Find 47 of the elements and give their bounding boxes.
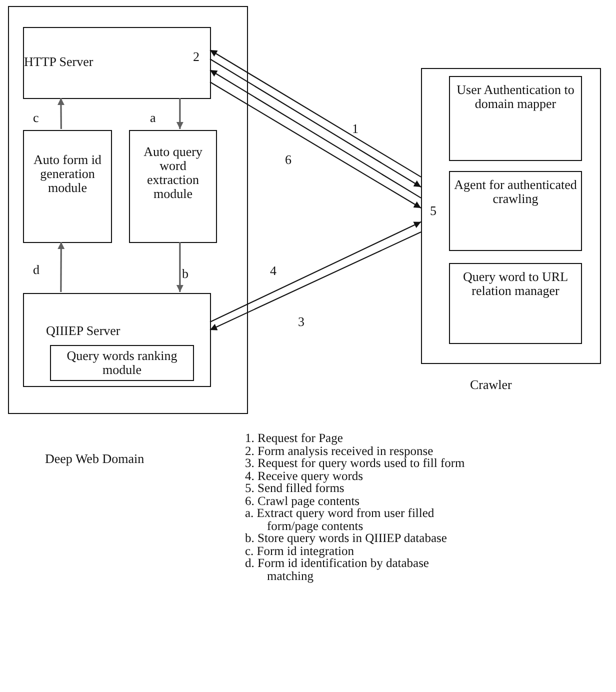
step-marker: d xyxy=(33,263,40,277)
step-marker: 1 xyxy=(352,122,358,136)
legend-item: 1. Request for Page xyxy=(245,432,344,444)
legend-item: d. Form id identification by database matching xyxy=(245,557,430,582)
box-label: Auto form id generation module xyxy=(32,153,102,195)
group-title: Crawler xyxy=(470,378,512,392)
box-label: User Authentication to domain mapper xyxy=(456,83,576,111)
box-label: Auto query word extraction module xyxy=(142,145,204,201)
step-marker: 5 xyxy=(430,204,436,218)
module-box xyxy=(23,130,112,243)
module-box xyxy=(449,171,582,251)
box-label: Query word to URL relation manager xyxy=(462,270,570,298)
arrow xyxy=(210,231,422,330)
step-marker: 6 xyxy=(285,153,292,167)
container-box xyxy=(8,6,248,414)
legend-item: c. Form id integration xyxy=(245,544,356,557)
legend-item: 3. Request for query words used to fill form xyxy=(245,457,466,470)
step-marker: 3 xyxy=(298,315,304,329)
legend-item: 4. Receive query words xyxy=(245,470,364,482)
module-box xyxy=(449,76,582,161)
step-marker: 4 xyxy=(270,264,276,278)
step-marker: 2 xyxy=(193,50,200,64)
module-box xyxy=(23,293,211,387)
step-marker: a xyxy=(150,111,156,125)
module-box xyxy=(129,130,217,243)
box-label: HTTP Server xyxy=(24,55,94,69)
box-label: Query words ranking module xyxy=(66,349,178,377)
arrow xyxy=(210,82,422,208)
step-marker: b xyxy=(182,267,188,281)
arrow xyxy=(210,221,422,322)
arrow xyxy=(176,242,184,292)
legend-item: b. Store query words in QIIIEP database xyxy=(245,532,448,544)
box-label: Agent for authenticated crawling xyxy=(453,178,578,206)
container-box xyxy=(421,68,601,364)
step-marker: c xyxy=(33,111,39,125)
module-box xyxy=(449,263,582,344)
arrow xyxy=(210,70,422,198)
arrow xyxy=(176,98,184,129)
legend-item: 2. Form analysis received in response xyxy=(245,444,434,457)
arrow xyxy=(58,242,65,292)
group-title: Deep Web Domain xyxy=(45,452,144,466)
arrow xyxy=(57,98,64,129)
legend-item: 5. Send filled forms xyxy=(245,482,346,494)
legend-item: 6. Crawl page contents xyxy=(245,494,361,507)
module-box xyxy=(23,27,211,99)
box-label: QIIIEP Server xyxy=(46,324,120,338)
module-box xyxy=(50,345,194,381)
